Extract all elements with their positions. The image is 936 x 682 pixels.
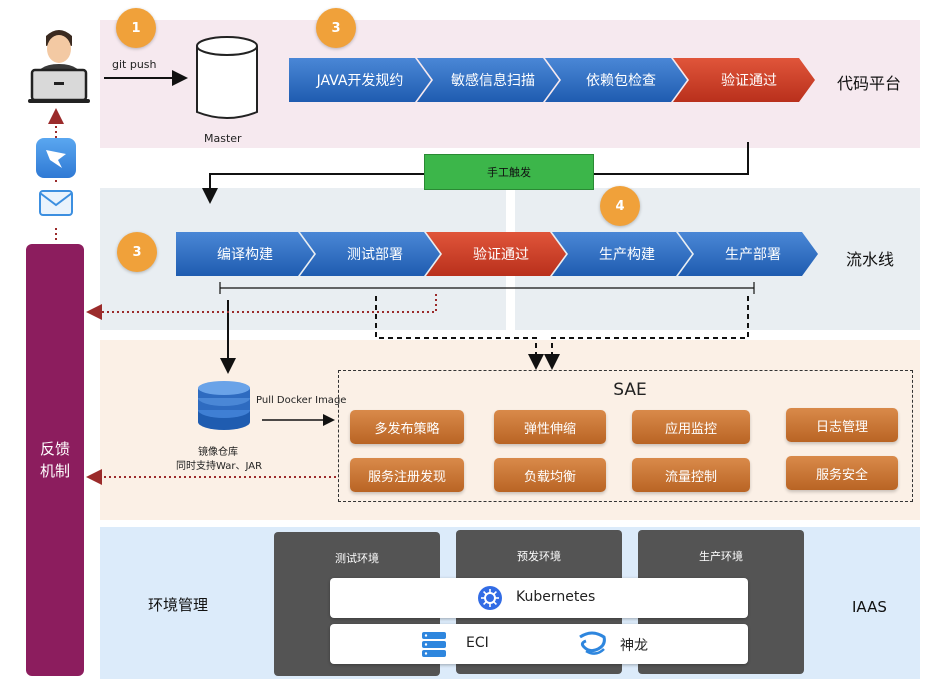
step-badge-4: 4 — [600, 186, 640, 226]
env-test-label: 测试环境 — [335, 552, 379, 565]
sae-service-security: 服务安全 — [786, 456, 898, 490]
pipeline-step-prod-deploy: 生产部署 — [678, 232, 818, 276]
kubernetes-label: Kubernetes — [516, 589, 596, 605]
image-registry-icon — [196, 380, 252, 432]
env-staging-label: 预发环境 — [517, 550, 561, 563]
sae-service-discovery: 服务注册发现 — [350, 458, 464, 492]
env-management-label: 环境管理 — [148, 596, 209, 614]
kubernetes-bar: Kubernetes — [330, 578, 748, 618]
code-platform-label: 代码平台 — [837, 74, 902, 93]
step-badge-3-pipeline: 3 — [117, 232, 157, 272]
pipeline-step-prod-build: 生产构建 — [552, 232, 692, 276]
sae-release-strategy: 多发布策略 — [350, 410, 464, 444]
feedback-mechanism: 反馈机制 — [26, 244, 84, 676]
sae-load-balancing: 负载均衡 — [494, 458, 606, 492]
code-step-java-spec: JAVA开发规约 — [289, 58, 431, 102]
pull-image-label: Pull Docker Image — [256, 395, 347, 406]
shenlong-icon — [576, 629, 608, 659]
registry-support: 同时支持War、JAR — [176, 461, 263, 472]
email-icon — [38, 188, 74, 218]
master-label: Master — [204, 132, 242, 145]
pipeline-step-verified: 验证通过 — [426, 232, 566, 276]
step-badge-3-code: 3 — [316, 8, 356, 48]
sae-container — [338, 370, 913, 502]
sae-log-management: 日志管理 — [786, 408, 898, 442]
compute-bar: ECI 神龙 — [330, 624, 748, 664]
kubernetes-icon — [478, 586, 502, 610]
dingtalk-icon — [36, 138, 76, 178]
eci-label: ECI — [466, 635, 489, 651]
feedback-label: 反馈机制 — [39, 440, 70, 480]
registry-name: 镜像仓库 — [198, 447, 238, 458]
code-step-sensitive-scan: 敏感信息扫描 — [417, 58, 559, 102]
pipeline-step-build: 编译构建 — [176, 232, 314, 276]
git-push-label: git push — [112, 58, 157, 71]
pipeline-label: 流水线 — [846, 250, 895, 269]
master-repo-icon — [194, 34, 260, 124]
iaas-label: IAAS — [852, 598, 887, 616]
shenlong-label: 神龙 — [620, 638, 648, 654]
code-step-verified: 验证通过 — [673, 58, 815, 102]
manual-trigger-box: 手工触发 — [424, 154, 594, 190]
code-step-dependency-check: 依赖包检查 — [545, 58, 687, 102]
developer-avatar-icon — [24, 22, 94, 104]
sae-autoscaling: 弹性伸缩 — [494, 410, 606, 444]
eci-icon — [420, 630, 448, 658]
step-badge-1: 1 — [116, 8, 156, 48]
env-production-label: 生产环境 — [699, 550, 743, 563]
pipeline-step-test-deploy: 测试部署 — [300, 232, 440, 276]
sae-traffic-control: 流量控制 — [632, 458, 750, 492]
sae-app-monitoring: 应用监控 — [632, 410, 750, 444]
sae-title: SAE — [613, 380, 647, 400]
